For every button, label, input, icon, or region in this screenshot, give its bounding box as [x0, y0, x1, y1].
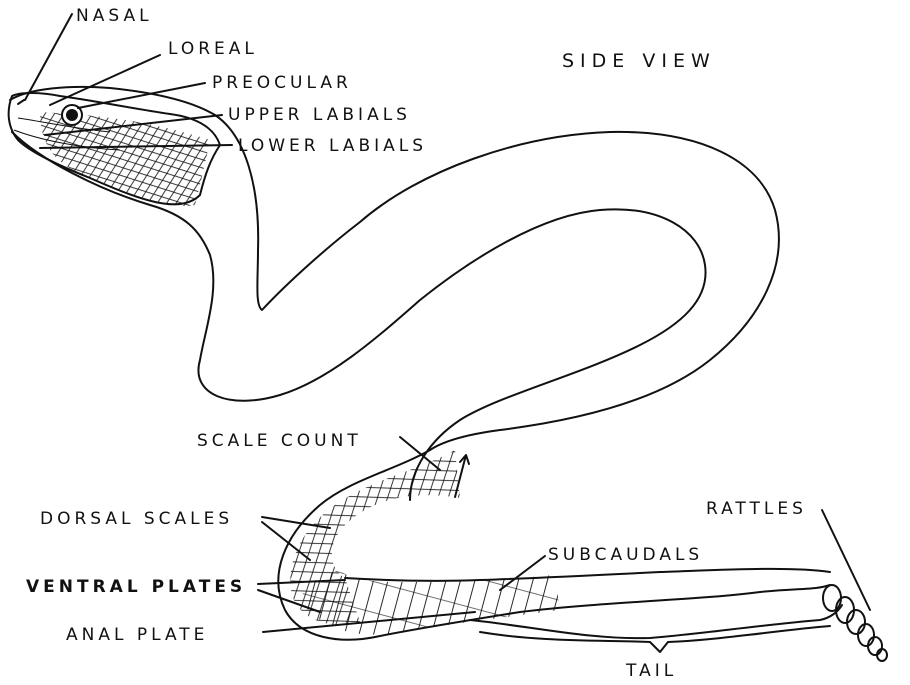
label-upper-labials: UPPER LABIALS: [228, 105, 411, 125]
diagram-title: SIDE VIEW: [562, 50, 716, 72]
label-rattles: RATTLES: [706, 499, 807, 519]
label-scale-count: SCALE COUNT: [197, 431, 362, 451]
label-nasal: NASAL: [76, 6, 153, 26]
tail-bracket: [480, 626, 830, 652]
scaled-section: [280, 440, 570, 645]
label-ventral-plates: VENTRAL PLATES: [26, 577, 246, 597]
rattles: [823, 585, 887, 661]
rattle-segment: [858, 624, 874, 646]
pupil: [66, 109, 78, 121]
label-preocular: PREOCULAR: [212, 73, 352, 93]
label-subcaudals: SUBCAUDALS: [548, 545, 703, 565]
label-lower-labials: LOWER LABIALS: [238, 136, 427, 156]
leader-lines: [25, 14, 870, 632]
snake-tail-underside: [345, 569, 830, 581]
rattle-segment: [868, 637, 882, 655]
label-dorsal-scales: DORSAL SCALES: [40, 509, 233, 529]
nostril: [18, 100, 24, 104]
leader-rattles: [822, 510, 870, 610]
label-tail: TAIL: [625, 661, 677, 681]
rattle-segment: [823, 585, 841, 611]
ventral-plate-pattern: [290, 560, 570, 645]
label-anal-plate: ANAL PLATE: [66, 625, 208, 645]
leader-loreal: [50, 55, 160, 105]
label-loreal: LOREAL: [168, 39, 258, 59]
